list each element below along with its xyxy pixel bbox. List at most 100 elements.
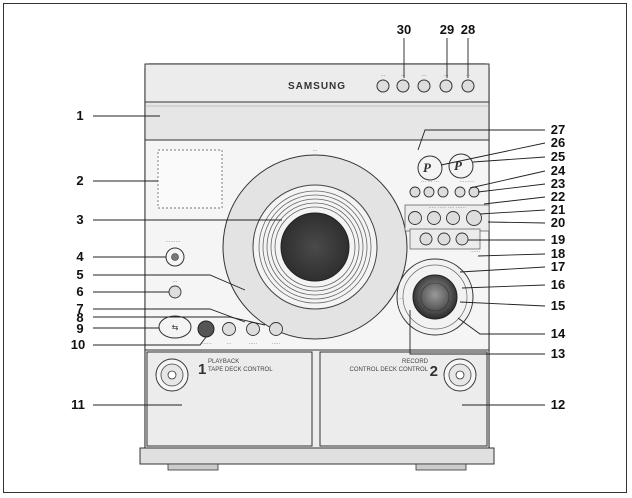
svg-text:⇆: ⇆ [172,323,179,332]
callout-10: 10 [71,337,85,352]
callout-8: 8 [76,310,83,325]
callout-1: 1 [76,108,83,123]
tuning-down-button[interactable] [419,232,433,246]
volume-knob-area: ······ ·· ·· ··· ·· [396,249,480,336]
display-window [157,149,223,209]
svg-text:1: 1 [198,361,206,378]
tuning-up-button[interactable] [455,232,469,246]
band-button[interactable] [437,232,451,246]
function-button-1[interactable] [409,186,421,198]
leader-23 [477,183,546,193]
svg-text:···: ··· [444,73,449,79]
control-button-b[interactable] [246,322,260,336]
function-button-2[interactable] [423,186,435,198]
callout-27: 27 [551,122,565,137]
function-button-5[interactable] [468,186,480,198]
top-button-row: ··· ··· ··· ··· ··· [376,73,475,93]
cd-disc-area: ··· [222,148,408,340]
svg-text:2: 2 [430,363,438,380]
usb-port[interactable] [158,315,192,339]
svg-text:·······: ······· [200,341,212,347]
volume-knob[interactable] [412,274,458,320]
svg-text:P: P [423,160,432,175]
callout-17: 17 [551,259,565,274]
play-pause-button[interactable] [446,211,460,225]
skip-back-button[interactable] [408,211,422,225]
skip-forward-button[interactable] [466,210,482,226]
leader-17 [459,266,546,273]
svg-text:··: ·· [455,326,459,332]
callout-11: 11 [71,397,85,412]
callout-18: 18 [551,246,565,261]
callout-labels: 1 2 3 4 5 6 7 8 9 10 11 12 13 14 15 16 1… [71,22,566,412]
leader-18 [477,253,546,257]
preset-button-left[interactable] [417,155,443,181]
svg-text:···: ··· [398,296,403,302]
leader-10 [93,336,207,346]
svg-text:·········: ········· [166,239,181,245]
callout-15: 15 [551,298,565,313]
top-button-1[interactable] [376,79,390,93]
svg-text:TAPE DECK CONTROL: TAPE DECK CONTROL [208,367,273,373]
callout-30: 30 [397,22,411,37]
aux-jack[interactable] [197,320,215,338]
stop-button[interactable] [427,211,441,225]
callout-3: 3 [76,212,83,227]
leader-26 [440,142,546,166]
leader-16 [461,284,546,289]
callout-19: 19 [551,232,565,247]
svg-text:CONTROL DECK CONTROL: CONTROL DECK CONTROL [350,367,429,373]
svg-text:·····: ····· [272,341,281,347]
svg-text:···: ··· [227,341,232,347]
leader-20 [487,221,546,224]
svg-text:···: ··· [422,73,427,79]
callout-9: 9 [76,321,83,336]
function-button-row: ··· ··· ··· ········· [409,179,480,198]
leader-lines [93,38,546,406]
leader-15 [459,301,546,307]
callout-5: 5 [76,267,83,282]
callout-29: 29 [440,22,454,37]
svg-text:·········: ········· [460,179,475,185]
svg-text:·····: ····· [249,341,258,347]
control-button-a[interactable] [222,322,236,336]
svg-text:····· ····· ···· ······: ····· ····· ···· ······ [428,205,466,211]
leader-24 [469,170,546,189]
callout-22: 22 [551,189,565,204]
cd-disc [280,212,350,282]
callout-6: 6 [76,284,83,299]
power-button[interactable] [461,79,475,93]
leader-13 [409,310,545,355]
leader-25 [472,156,546,163]
svg-text:PLAYBACK: PLAYBACK [208,359,239,365]
left-controls: ········· ··· ⇆ ······· ··· ····· ····· [158,239,283,347]
callout-13: 13 [551,346,565,361]
svg-text:···: ··· [313,148,318,154]
tape-deck-1: 1 PLAYBACK TAPE DECK CONTROL [146,351,313,447]
callout-25: 25 [551,149,565,164]
preset-button-right[interactable] [448,153,474,179]
leader-27 [417,129,545,151]
open-close-button[interactable] [439,79,453,93]
callout-4: 4 [76,249,84,264]
function-button-4[interactable] [454,186,466,198]
leader-21 [479,209,546,215]
mode-button[interactable] [168,285,182,299]
svg-text:···: ··· [381,73,386,79]
preset-buttons: P P [417,153,474,181]
function-button-3[interactable] [437,186,449,198]
leader-14 [457,317,545,335]
brand-logo: SAMSUNG [288,81,346,92]
leader-22 [483,196,546,205]
callout-7: 7 [76,301,83,316]
top-button-2[interactable] [396,79,410,93]
top-button-3[interactable] [417,79,431,93]
callout-2: 2 [76,173,83,188]
svg-text:···: ··· [401,73,406,79]
leader-8 [93,316,266,326]
control-button-c[interactable] [269,322,283,336]
svg-text:······: ······ [470,249,480,255]
callout-12: 12 [551,397,565,412]
